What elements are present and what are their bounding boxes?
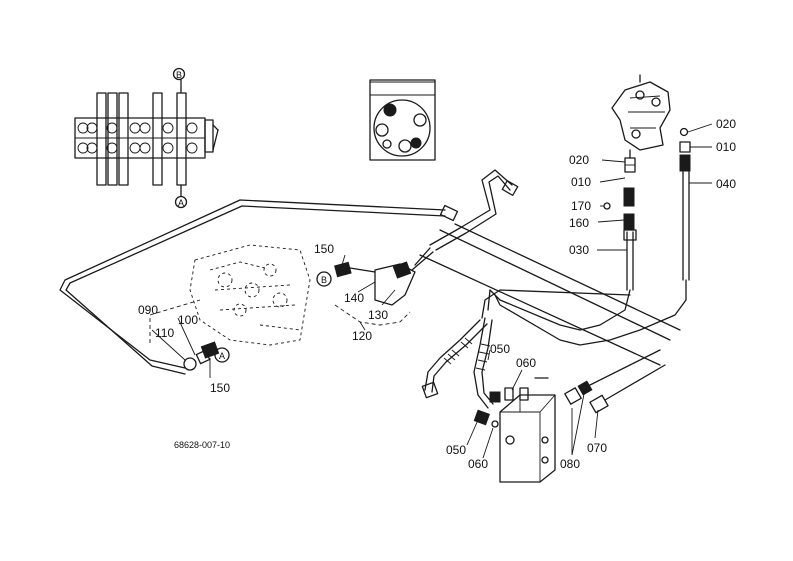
- pipe-long-left: [59, 199, 446, 375]
- label-100: 100: [178, 313, 198, 327]
- callout-labels: 020 010 170 160 030 020 010 040 150 140 …: [138, 117, 736, 471]
- fittings-050-060-left: [473, 409, 499, 428]
- control-valve-block: [74, 79, 219, 197]
- pipe-diagonal-bundle: [419, 223, 681, 366]
- hose-left-striped: [421, 319, 488, 399]
- label-020-left: 020: [569, 153, 589, 167]
- fittings-080-070: [564, 349, 666, 414]
- label-080: 080: [560, 457, 580, 471]
- figure-code: 68628-007-10: [174, 440, 230, 450]
- label-070: 070: [587, 441, 607, 455]
- priority-valve-block: [499, 394, 556, 483]
- svg-text:B: B: [176, 70, 182, 80]
- label-130: 130: [368, 308, 388, 322]
- junction-140-130: [374, 247, 434, 306]
- marker-a-top: A: [174, 195, 188, 209]
- svg-text:B: B: [321, 275, 327, 285]
- label-140: 140: [344, 291, 364, 305]
- marker-b-top: B: [172, 67, 186, 81]
- svg-text:A: A: [219, 351, 225, 361]
- pipe-return-loop: [481, 279, 687, 346]
- label-170: 170: [571, 199, 591, 213]
- label-010-left: 010: [571, 175, 591, 189]
- label-160: 160: [569, 216, 589, 230]
- fitting-150-mid: [334, 261, 376, 278]
- steering-unit: [611, 74, 671, 159]
- label-050-bottom: 050: [446, 443, 466, 457]
- hose-mid-striped: [473, 317, 494, 409]
- label-090: 090: [138, 303, 158, 317]
- hose-030: [623, 229, 637, 291]
- label-020-right: 020: [716, 117, 736, 131]
- label-110: 110: [155, 326, 174, 340]
- label-030: 030: [569, 243, 589, 257]
- label-060-bottom: 060: [468, 457, 488, 471]
- hose-040: [682, 171, 690, 281]
- fitting-150-low: [200, 341, 220, 359]
- label-120: 120: [352, 329, 372, 343]
- svg-text:A: A: [178, 198, 184, 208]
- label-060-top: 060: [516, 356, 536, 370]
- leader-lines: [151, 123, 713, 459]
- fitting-010-left: [624, 157, 636, 173]
- marker-b-mid: B: [316, 271, 332, 287]
- fittings-050-060-top: [489, 377, 549, 403]
- label-040: 040: [716, 177, 736, 191]
- label-150-low: 150: [210, 381, 230, 395]
- main-valve-outline: [189, 244, 311, 346]
- label-010-right: 010: [716, 140, 736, 154]
- label-150-mid: 150: [314, 242, 334, 256]
- bracket-120: [334, 304, 411, 326]
- rotor-detail: [369, 79, 436, 161]
- label-050-top: 050: [490, 342, 510, 356]
- marker-a-low: A: [214, 347, 230, 363]
- dashed-leader-090: [149, 299, 201, 345]
- fitting-170-160: [603, 187, 635, 231]
- fitting-right-040: [679, 127, 691, 172]
- pipe-upper-bend: [429, 169, 519, 251]
